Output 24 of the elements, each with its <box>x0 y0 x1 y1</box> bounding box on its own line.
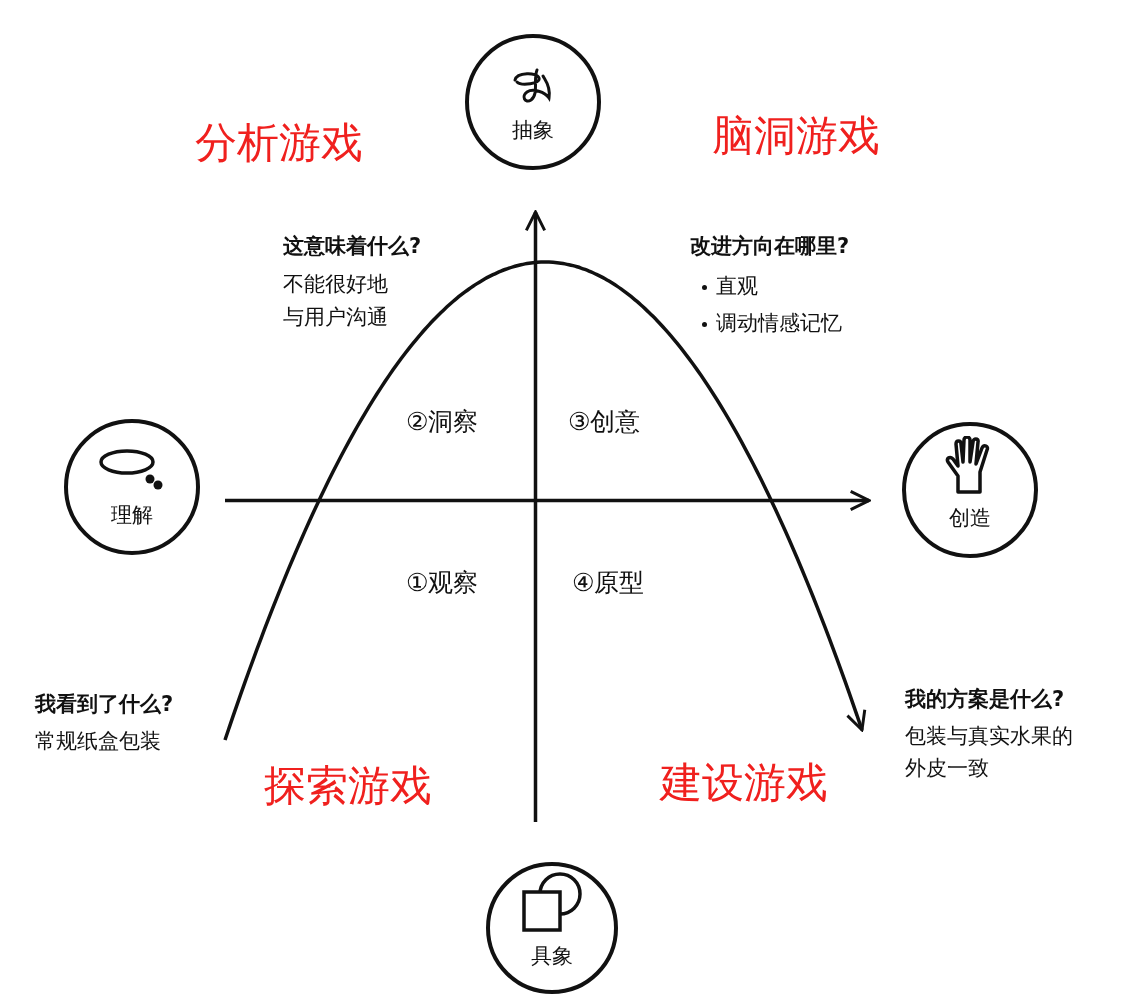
stage-label: ④原型 <box>572 567 645 599</box>
answer-text: 包装与真实水果的外皮一致 <box>905 723 1074 782</box>
quadrant-title: 建设游戏 <box>660 757 828 809</box>
quadrant-title: 探索游戏 <box>264 760 432 812</box>
stage-label: ②洞察 <box>406 406 479 438</box>
circle-label: 抽象 <box>512 117 554 144</box>
question-heading: 我的方案是什么? <box>905 686 1066 713</box>
question-heading: 改进方向在哪里? <box>690 233 850 260</box>
circle-label: 理解 <box>111 502 153 529</box>
stage-label: ①观察 <box>406 567 479 599</box>
circle-label: 具象 <box>531 943 573 970</box>
answer-text: 常规纸盒包装 <box>35 728 162 755</box>
question-heading: 我看到了什么? <box>35 691 175 718</box>
quadrant-title: 分析游戏 <box>195 117 363 169</box>
quadrant-title: 脑洞游戏 <box>712 110 880 162</box>
stage-label: ③创意 <box>568 406 641 438</box>
axis-arrow <box>225 489 871 512</box>
question-heading: 这意味着什么? <box>283 233 422 260</box>
answer-text: 不能很好地与用户沟通 <box>283 271 389 331</box>
circle-label: 创造 <box>949 505 991 532</box>
bullet-text: 调动情感记忆 <box>716 310 842 337</box>
axis-arrow <box>524 210 547 822</box>
bullet-text: 直观 <box>716 273 758 300</box>
curved-arrow <box>223 260 867 741</box>
